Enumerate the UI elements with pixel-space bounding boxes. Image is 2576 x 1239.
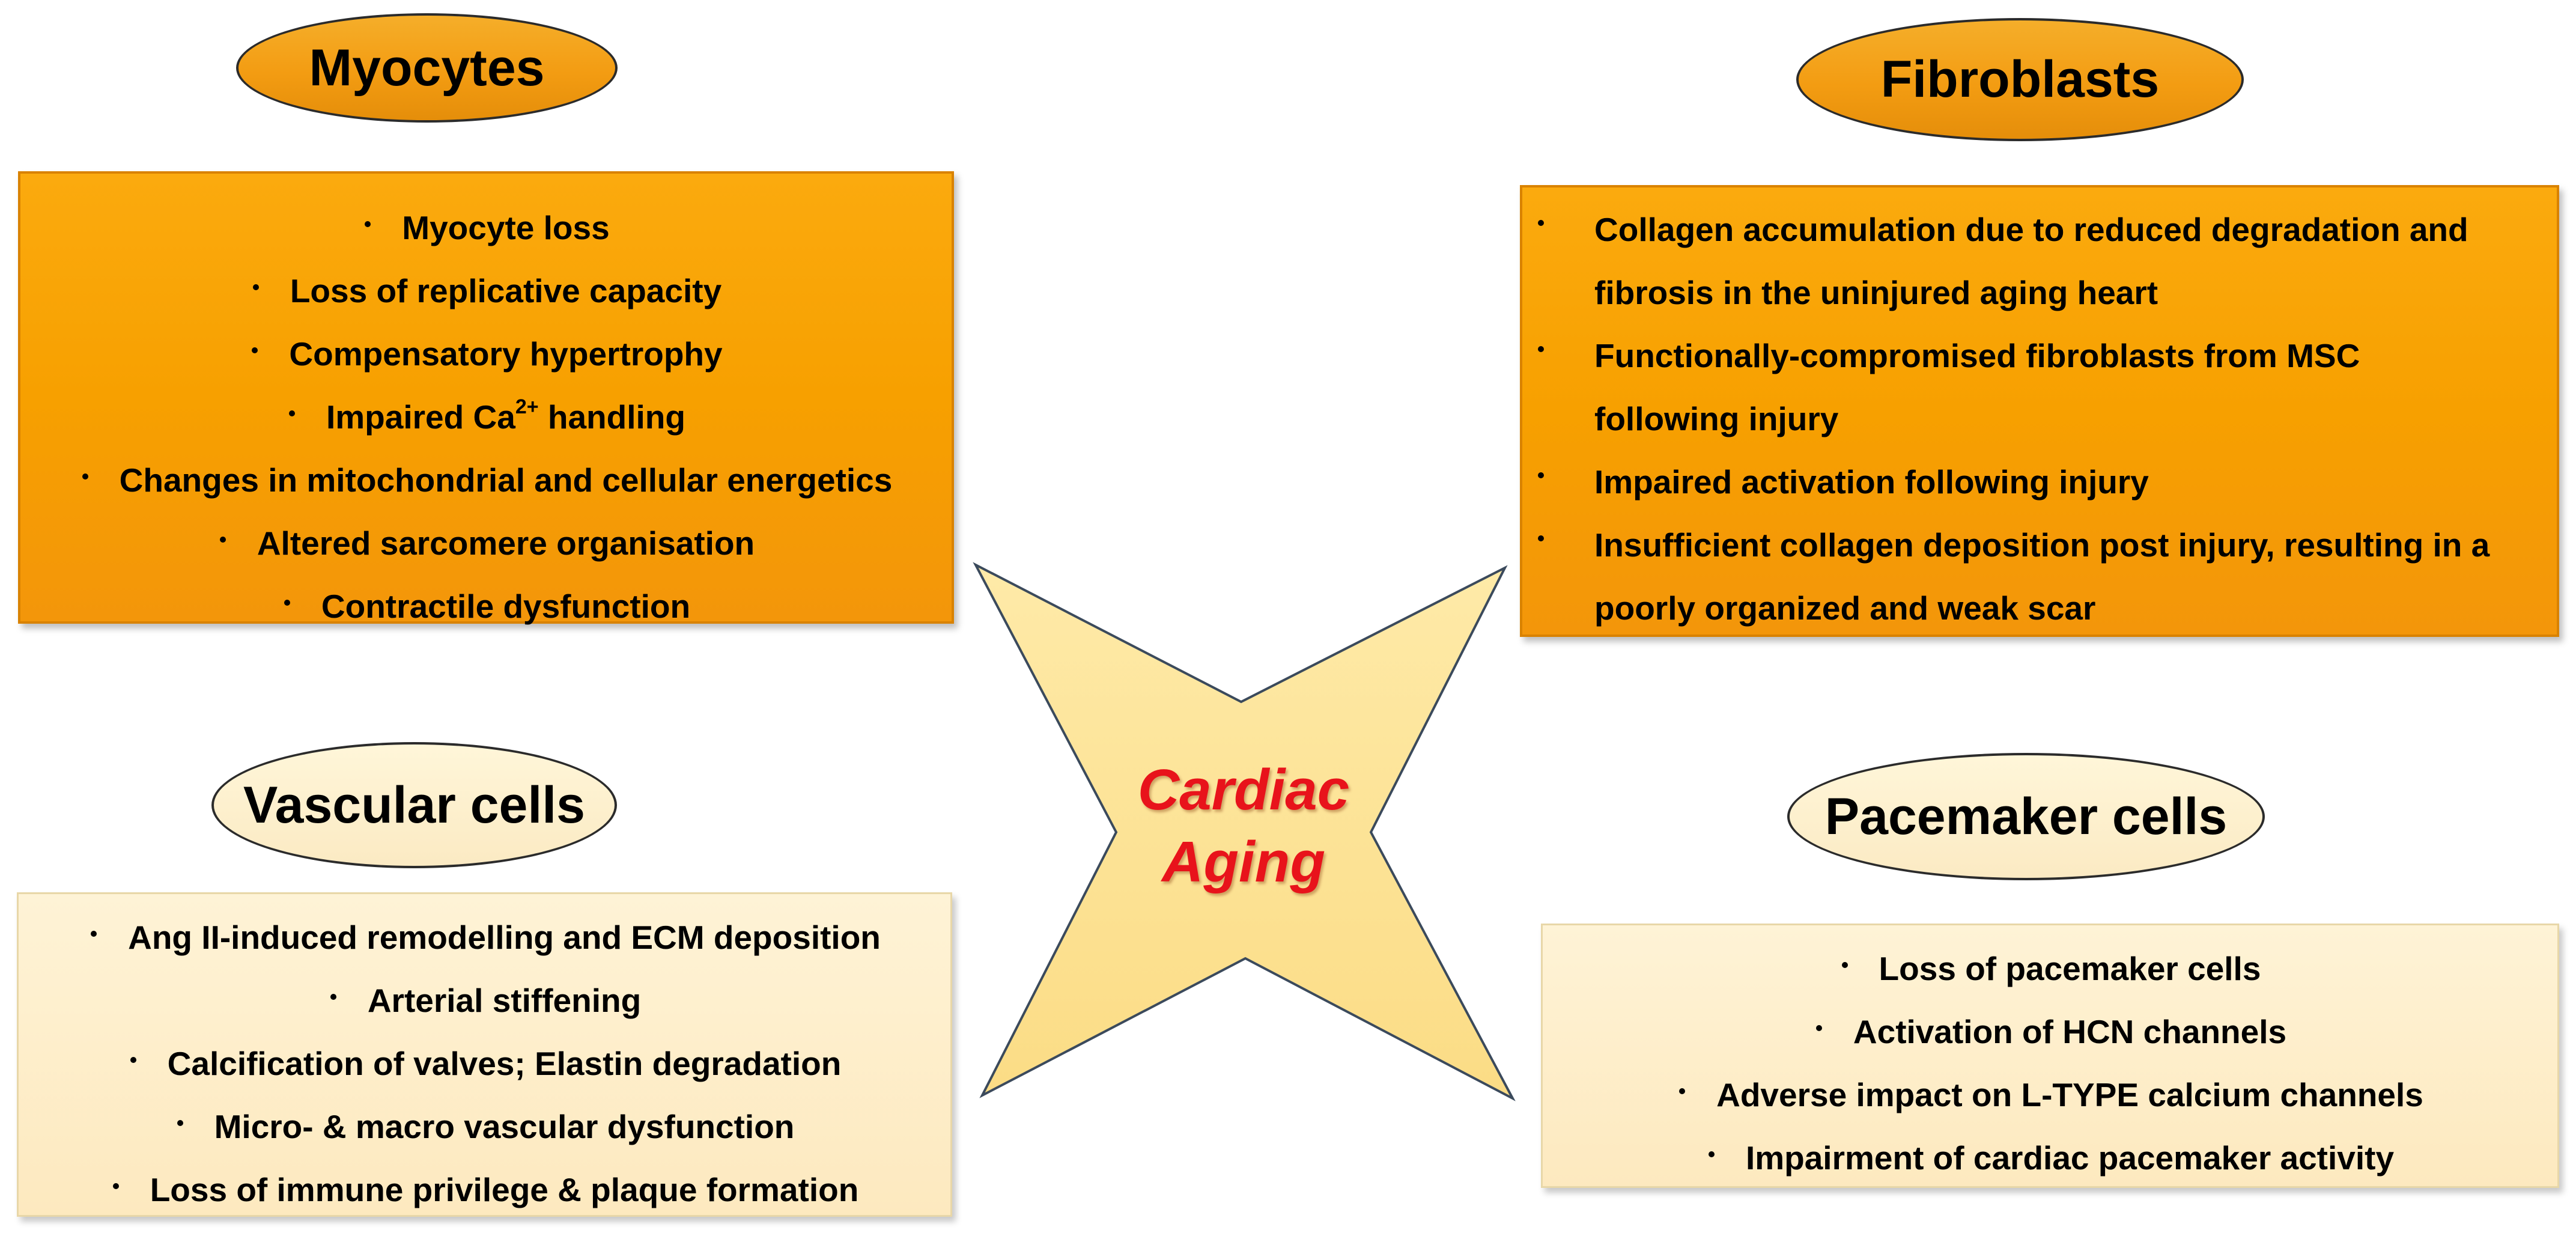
star-shape xyxy=(973,562,1516,1101)
list-item: Arterial stiffening xyxy=(19,969,950,1032)
bullet-icon xyxy=(1677,1086,1687,1097)
list-item: Adverse impact on L-TYPE calcium channel… xyxy=(1543,1064,2557,1127)
list-item: Collagen accumulation due to reduced deg… xyxy=(1522,198,2545,324)
pacemaker-panel: Loss of pacemaker cells Activation of HC… xyxy=(1541,924,2559,1188)
list-item: Ang II-induced remodelling and ECM depos… xyxy=(19,906,950,969)
list-item: Compensatory hypertrophy xyxy=(20,323,952,386)
bullet-icon xyxy=(217,534,228,545)
bullet-icon xyxy=(1706,1149,1717,1160)
pacemaker-title-ellipse: Pacemaker cells xyxy=(1787,753,2265,880)
bullet-icon xyxy=(249,345,260,356)
bullet-icon xyxy=(1538,346,1544,352)
vascular-title: Vascular cells xyxy=(243,776,585,834)
bullet-icon xyxy=(111,1181,121,1192)
list-item: Myocyte loss xyxy=(20,196,952,260)
list-item: Activation of HCN channels xyxy=(1543,1000,2557,1064)
bullet-icon xyxy=(251,282,261,293)
bullet-icon xyxy=(328,991,339,1002)
bullet-icon xyxy=(282,597,293,608)
list-item: Contractile dysfunction xyxy=(20,575,952,638)
vascular-list: Ang II-induced remodelling and ECM depos… xyxy=(19,906,950,1222)
fibroblasts-panel: Collagen accumulation due to reduced deg… xyxy=(1520,185,2559,637)
list-item: Impaired activation following injury xyxy=(1522,451,2545,514)
list-item: Impaired Ca2+ handling xyxy=(20,386,952,449)
myocytes-title: Myocytes xyxy=(309,38,545,97)
bullet-icon xyxy=(1538,220,1544,226)
list-item: Insufficient collagen deposition post in… xyxy=(1522,514,2545,640)
list-item: Loss of immune privilege & plaque format… xyxy=(19,1158,950,1222)
list-item: Loss of replicative capacity xyxy=(20,260,952,323)
bullet-icon xyxy=(175,1118,186,1128)
list-item: Altered sarcomere organisation xyxy=(20,512,952,575)
bullet-icon xyxy=(1538,472,1544,478)
list-item: Micro- & macro vascular dysfunction xyxy=(19,1095,950,1158)
bullet-icon xyxy=(80,471,91,482)
vascular-panel: Ang II-induced remodelling and ECM depos… xyxy=(17,892,952,1217)
center-label: Cardiac Aging xyxy=(1063,754,1424,898)
bullet-icon xyxy=(362,219,373,230)
bullet-icon xyxy=(128,1055,139,1065)
myocytes-title-ellipse: Myocytes xyxy=(236,13,618,123)
bullet-icon xyxy=(1814,1023,1824,1034)
list-item: Calcification of valves; Elastin degrada… xyxy=(19,1032,950,1095)
bullet-icon xyxy=(287,408,297,419)
bullet-icon xyxy=(88,928,99,939)
myocytes-list: Myocyte loss Loss of replicative capacit… xyxy=(20,196,952,638)
vascular-title-ellipse: Vascular cells xyxy=(211,742,617,868)
fibroblasts-title-ellipse: Fibroblasts xyxy=(1796,18,2244,141)
fibroblasts-list: Collagen accumulation due to reduced deg… xyxy=(1522,198,2545,640)
center-label-line2: Aging xyxy=(1162,830,1325,894)
list-item: Functionally-compromised fibroblasts fro… xyxy=(1522,324,2545,451)
pacemaker-title: Pacemaker cells xyxy=(1824,787,2228,845)
bullet-icon xyxy=(1839,960,1850,970)
pacemaker-list: Loss of pacemaker cells Activation of HC… xyxy=(1543,937,2557,1190)
bullet-icon xyxy=(1538,535,1544,541)
list-item: Changes in mitochondrial and cellular en… xyxy=(20,449,952,512)
fibroblasts-title: Fibroblasts xyxy=(1880,50,2160,108)
center-label-line1: Cardiac xyxy=(1137,758,1350,822)
list-item: Impairment of cardiac pacemaker activity xyxy=(1543,1127,2557,1190)
list-item: Loss of pacemaker cells xyxy=(1543,937,2557,1000)
myocytes-panel: Myocyte loss Loss of replicative capacit… xyxy=(18,171,954,625)
